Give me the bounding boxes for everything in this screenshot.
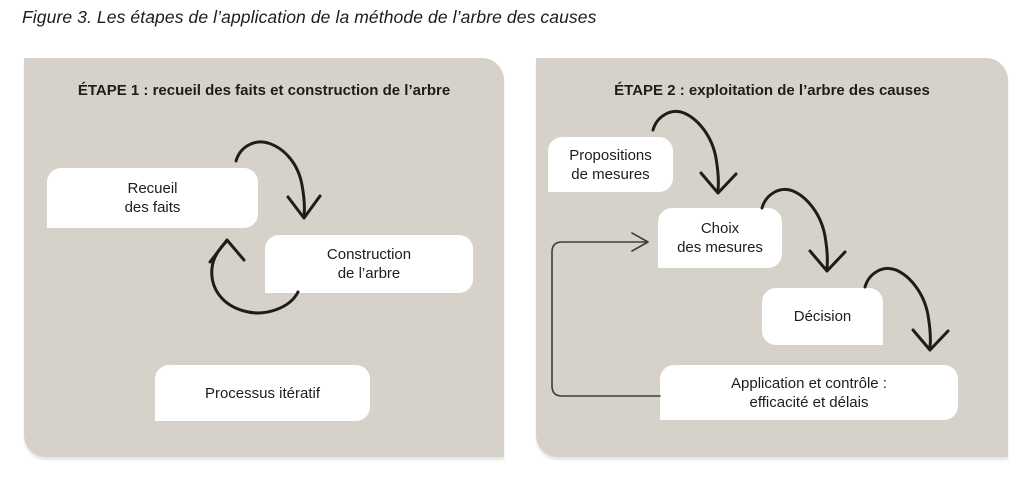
panel-1-title: ÉTAPE 1 : recueil des faits et construct… [77,82,451,99]
box-application-controle: Application et contrôle : efficacité et … [660,365,958,420]
box-construction-arbre: Construction de l’arbre [265,235,473,293]
box-decision: Décision [762,288,883,345]
box-propositions-mesures: Propositions de mesures [548,137,673,192]
figure-caption: Figure 3. Les étapes de l’application de… [22,7,597,27]
box-processus-iteratif: Processus itératif [155,365,370,421]
box-recueil-des-faits: Recueil des faits [47,168,258,228]
box-choix-mesures: Choix des mesures [658,208,782,268]
panel-etape-1: ÉTAPE 1 : recueil des faits et construct… [24,58,504,457]
panel-2-title: ÉTAPE 2 : exploitation de l’arbre des ca… [614,82,930,99]
panel-etape-2: ÉTAPE 2 : exploitation de l’arbre des ca… [536,58,1008,457]
